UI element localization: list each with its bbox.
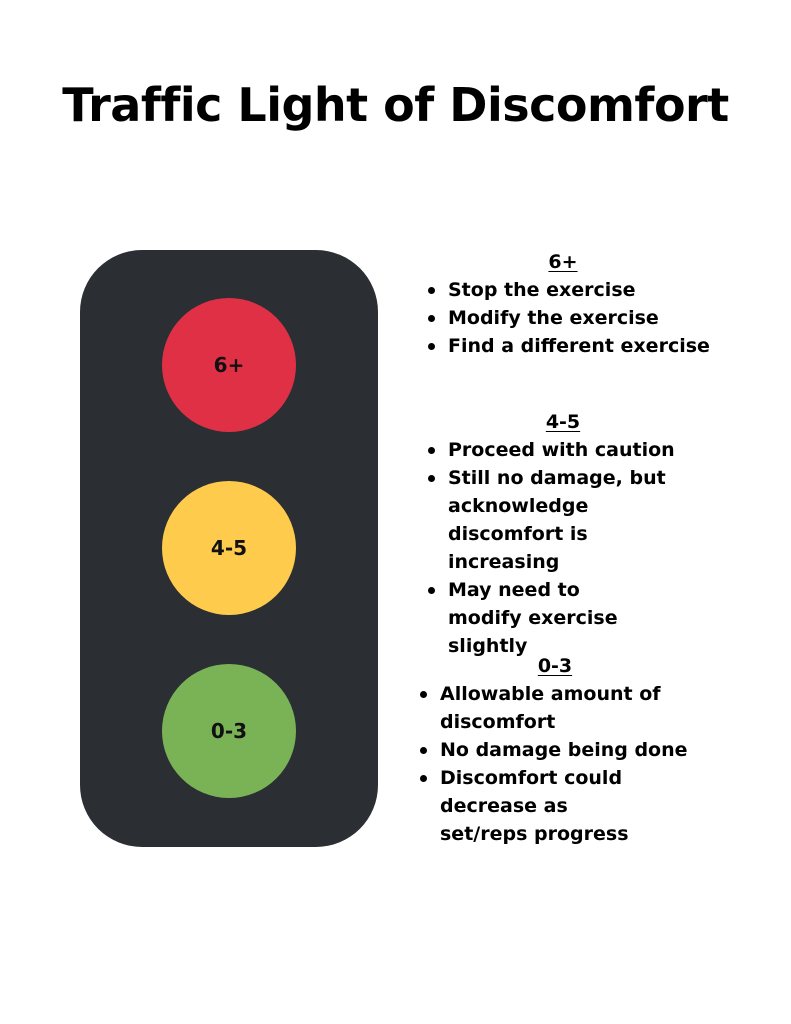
- page-title: Traffic Light of Discomfort: [62, 78, 729, 132]
- bullet-list: Proceed with caution Still no damage, bu…: [428, 436, 718, 660]
- bullet-list: Allowable amount of discomfort No damage…: [420, 680, 710, 848]
- section-red: 6+ Stop the exercise Modify the exercise…: [428, 248, 718, 360]
- red-light: 6+: [162, 298, 296, 432]
- section-heading: 6+: [548, 251, 578, 273]
- list-item: Discomfort could decrease as set/reps pr…: [420, 764, 650, 848]
- green-light: 0-3: [162, 664, 296, 798]
- green-light-label: 0-3: [210, 719, 248, 743]
- section-heading: 4-5: [545, 411, 581, 433]
- list-item: Stop the exercise: [428, 276, 718, 304]
- section-green: 0-3 Allowable amount of discomfort No da…: [420, 652, 710, 848]
- list-item: Find a different exercise: [428, 332, 718, 360]
- red-light-label: 6+: [213, 353, 245, 377]
- bullet-list: Stop the exercise Modify the exercise Fi…: [428, 276, 718, 360]
- yellow-light: 4-5: [162, 481, 296, 615]
- traffic-light: 6+ 4-5 0-3: [80, 250, 378, 847]
- list-item: May need to modify exercise slightly: [428, 576, 638, 660]
- section-yellow: 4-5 Proceed with caution Still no damage…: [428, 408, 718, 660]
- yellow-light-label: 4-5: [210, 536, 248, 560]
- section-heading: 0-3: [537, 655, 573, 677]
- list-item: No damage being done: [420, 736, 710, 764]
- list-item: Modify the exercise: [428, 304, 718, 332]
- list-item: Allowable amount of discomfort: [420, 680, 670, 736]
- list-item: Proceed with caution: [428, 436, 718, 464]
- list-item: Still no damage, but acknowledge discomf…: [428, 464, 698, 576]
